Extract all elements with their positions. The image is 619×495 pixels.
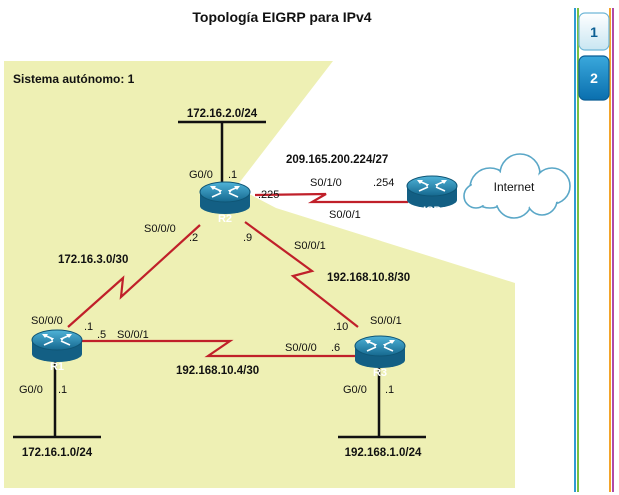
network-isp: 209.165.200.224/27	[286, 154, 388, 166]
r3-s000-label: S0/0/0	[285, 342, 317, 354]
diagram-title: Topología EIGRP para IPv4	[192, 9, 371, 25]
isp-if-label: S0/1/0	[310, 177, 342, 189]
router-isp[interactable]: ISP	[406, 175, 458, 217]
serial-links	[67, 192, 408, 358]
link-r2-isp	[254, 192, 408, 204]
router-isp-label: ISP	[423, 205, 441, 217]
r3-s000-ip: .6	[331, 342, 340, 354]
isp-ip: .254	[373, 177, 394, 189]
r2-isp-ip: .225	[258, 189, 279, 201]
r2-s001-ip: .9	[243, 232, 252, 244]
r1-s001-ip: .5	[97, 329, 106, 341]
cloud-label: Internet	[494, 180, 535, 194]
network-r1-r2: 172.16.3.0/30	[58, 254, 128, 266]
r2-s000-label: S0/0/0	[144, 223, 176, 235]
router-r2[interactable]: R2	[199, 181, 251, 225]
r1-s000-ip: .1	[84, 321, 93, 333]
r3-s001-ip: .10	[333, 321, 348, 333]
r2-isp-if-label: S0/0/1	[329, 209, 361, 221]
r2-s001-label: S0/0/1	[294, 240, 326, 252]
link-r2-r3	[244, 221, 359, 328]
r1-s000-label: S0/0/0	[31, 315, 63, 327]
link-r1-r3	[80, 339, 356, 358]
autonomous-system-area	[4, 61, 515, 488]
autonomous-system-label: Sistema autónomo: 1	[13, 72, 135, 86]
cloud-icon	[463, 153, 571, 219]
r3-g0-ip: .1	[385, 384, 394, 396]
lan-segments	[13, 120, 426, 439]
router-r2-label: R2	[218, 213, 232, 225]
router-r1-label: R1	[50, 361, 64, 373]
page-nav-strip	[574, 8, 614, 492]
r1-g0-ip: .1	[58, 384, 67, 396]
network-r1-r3: 192.168.10.4/30	[176, 365, 259, 377]
tab-1[interactable]: 1	[578, 12, 610, 51]
link-r1-r2	[67, 224, 201, 328]
network-lan-r1: 172.16.1.0/24	[22, 447, 93, 459]
tab-1-label: 1	[590, 24, 598, 40]
r3-g0-label: G0/0	[343, 384, 367, 396]
tab-2[interactable]: 2	[578, 55, 610, 101]
network-lan-r2: 172.16.2.0/24	[187, 108, 258, 120]
r2-g0-ip: .1	[228, 169, 237, 181]
tab-2-label: 2	[590, 70, 598, 86]
r2-s000-ip: .2	[189, 232, 198, 244]
r2-g0-label: G0/0	[189, 169, 213, 181]
r1-s001-label: S0/0/1	[117, 329, 149, 341]
network-lan-r3: 192.168.1.0/24	[345, 447, 422, 459]
r1-g0-label: G0/0	[19, 384, 43, 396]
router-r3-label: R3	[373, 367, 387, 379]
router-r1[interactable]: R1	[31, 329, 83, 373]
network-r2-r3: 192.168.10.8/30	[327, 272, 410, 284]
r3-s001-label: S0/0/1	[370, 315, 402, 327]
router-r3[interactable]: R3	[354, 335, 406, 379]
